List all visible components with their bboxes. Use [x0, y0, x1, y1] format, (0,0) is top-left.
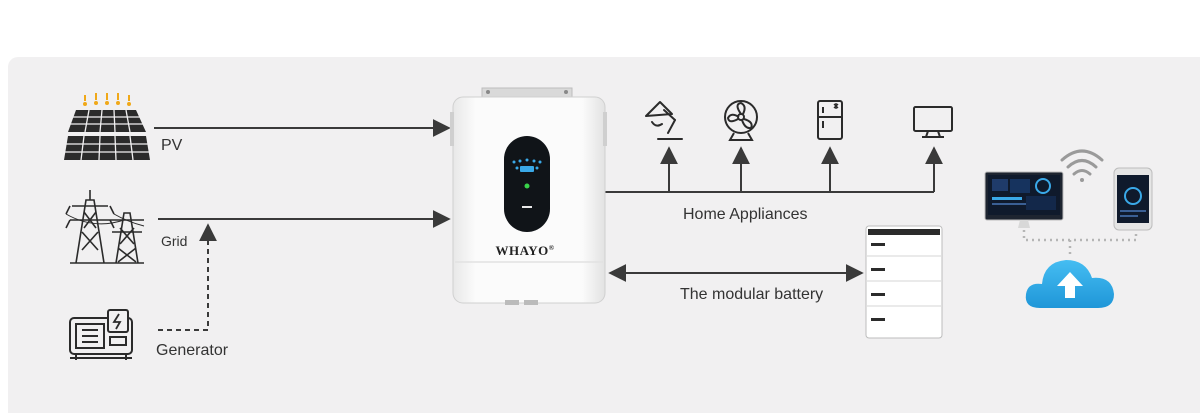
pv-label: PV: [161, 137, 183, 154]
inverter-brand-logo: WHAYO®: [495, 243, 554, 258]
network-dotted-links: [1022, 230, 1138, 256]
smartphone-icon: [1113, 167, 1153, 231]
connection-lines: [154, 119, 943, 331]
monitor-icon: [913, 106, 953, 138]
battery-stack-icon: [865, 225, 943, 339]
desk-lamp-icon: [645, 101, 683, 140]
refrigerator-icon: [817, 100, 843, 140]
generator-to-grid-arrow: [158, 223, 217, 331]
power-tower-icon: [65, 190, 145, 264]
generator-label: Generator: [156, 342, 229, 359]
fan-icon: [724, 100, 758, 141]
home-appliances-label: Home Appliances: [683, 206, 808, 223]
generator-icon: [69, 309, 133, 360]
desktop-computer-icon: [984, 171, 1064, 228]
cloud-upload-icon: [1025, 260, 1114, 308]
inverter-icon: WHAYO®: [450, 87, 607, 305]
grid-label: Grid: [161, 233, 187, 249]
modular-battery-label: The modular battery: [680, 286, 823, 303]
wifi-icon: [1060, 149, 1104, 182]
solar-panel-icon: [64, 93, 150, 161]
